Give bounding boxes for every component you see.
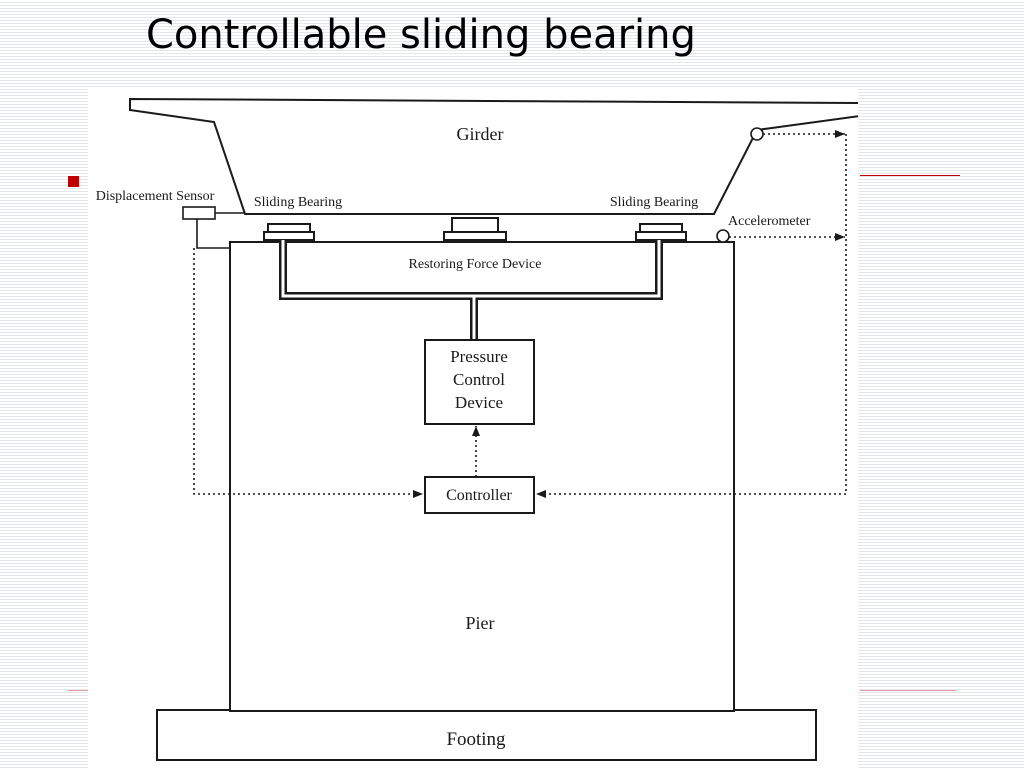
bearing-diagram: Footing Pier Girder Sliding Bearing Slid… [96,97,858,761]
controller-box [424,476,535,514]
sliding-bearing-left-label: Sliding Bearing [254,195,342,210]
footing-block [156,709,817,761]
pier-accelerometer-icon [716,229,730,243]
hydraulic-pipe-inner [281,240,661,340]
displacement-sensor-mount [196,219,230,249]
girder-accelerometer-icon [750,127,764,141]
decorative-rule [860,690,956,691]
sliding-bearing-left [263,223,315,241]
acceleration-return-line [536,134,847,498]
displacement-sensor-box [182,206,216,220]
displacement-signal-line [193,248,423,498]
pier-label: Pier [466,613,495,633]
displacement-sensor-label: Displacement Sensor [96,189,215,204]
decorative-rule [68,690,88,691]
pressure-control-label-line3: Device [455,393,503,412]
girder-label: Girder [457,124,504,144]
pressure-control-device-box [424,339,535,425]
pressure-control-label-line2: Control [453,370,505,389]
pressure-control-label-line1: Pressure [450,347,508,366]
decorative-rule [860,175,960,176]
sliding-bearing-right [635,223,687,241]
slide-title: Controllable sliding bearing [146,12,696,58]
bullet-marker [68,176,79,187]
sliding-bearing-right-label: Sliding Bearing [610,195,698,210]
girder-outline [129,97,858,215]
restoring-force-device [443,217,507,241]
controller-label: Controller [446,487,512,504]
footing-label: Footing [446,729,506,750]
diagram-figure: Footing Pier Girder Sliding Bearing Slid… [88,88,858,768]
accelerometer-label: Accelerometer [728,214,811,229]
restoring-force-device-label: Restoring Force Device [409,257,542,272]
